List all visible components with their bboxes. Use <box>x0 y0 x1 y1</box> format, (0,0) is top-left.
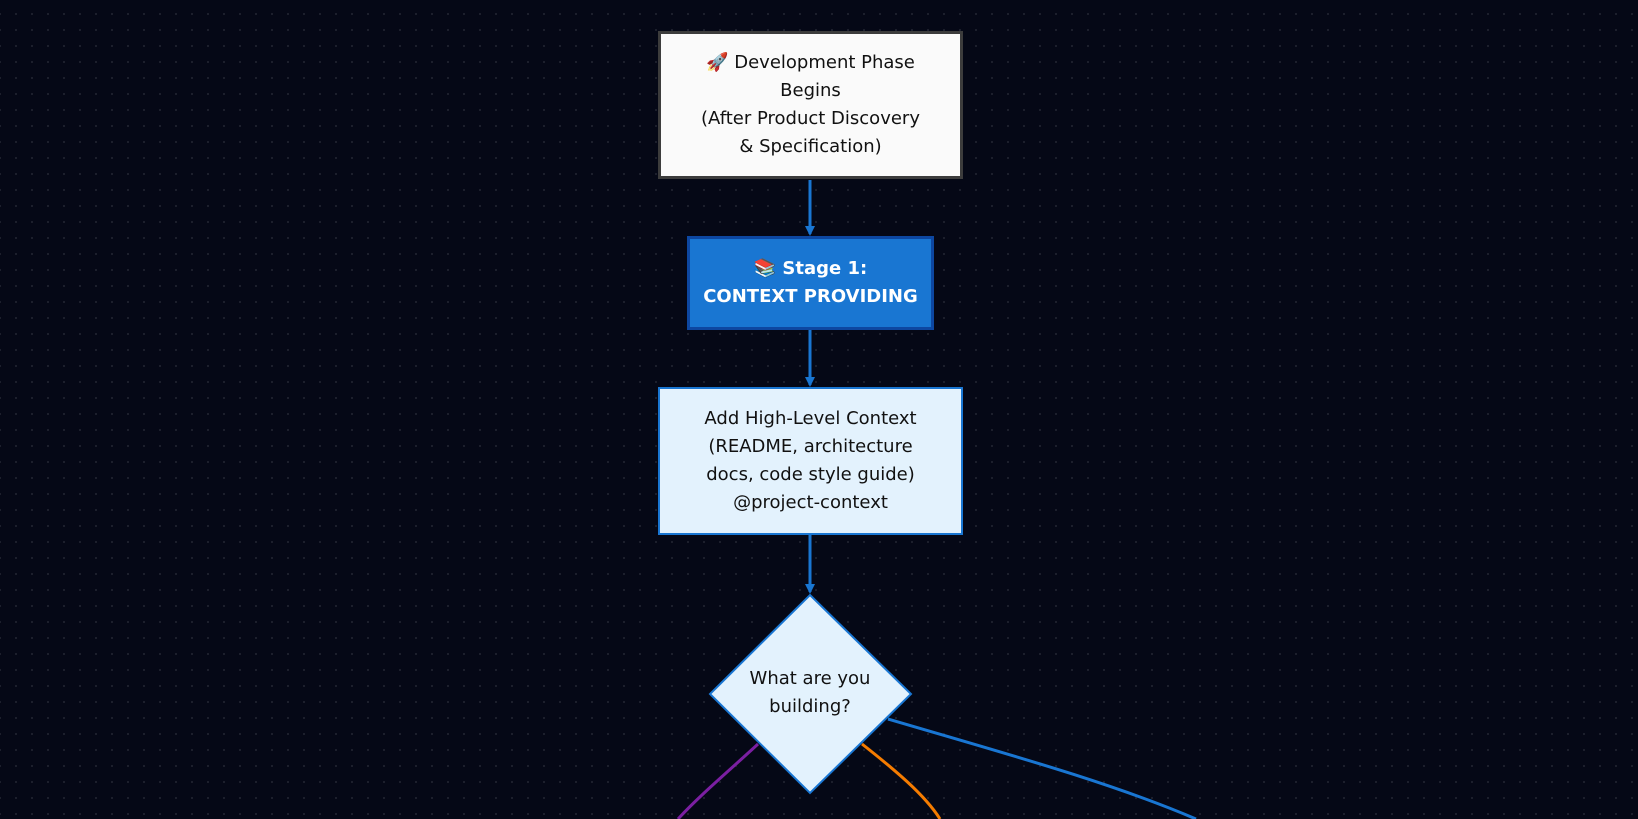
context-node-line-3: docs, code style guide) <box>706 464 915 485</box>
context-node-line-2: (README, architecture <box>708 436 913 457</box>
context-node-line-4: @project-context <box>733 492 888 513</box>
start-node-line-3: (After Product Discovery <box>701 108 920 129</box>
edge-decision-branch-right <box>887 717 1197 819</box>
stage1-node-line-1: 📚 Stage 1: <box>753 258 868 279</box>
start-node: 🚀 Development Phase Begins (After Produc… <box>658 31 963 179</box>
stage1-node: 📚 Stage 1: CONTEXT PROVIDING <box>687 236 934 330</box>
start-node-line-2: Begins <box>780 80 841 101</box>
decision-node-label: What are you building? <box>710 663 910 723</box>
context-node: Add High-Level Context (README, architec… <box>658 387 963 535</box>
start-node-line-4: & Specification) <box>739 136 882 157</box>
decision-node-line-2: building? <box>769 696 851 717</box>
decision-diamond <box>708 593 913 795</box>
stage1-node-line-2: CONTEXT PROVIDING <box>703 286 918 307</box>
edge-decision-branch-center <box>861 742 942 819</box>
decision-node-line-1: What are you <box>749 668 871 689</box>
context-node-line-1: Add High-Level Context <box>704 408 917 429</box>
start-node-line-1: 🚀 Development Phase <box>706 52 915 73</box>
edge-decision-branch-left <box>676 742 760 819</box>
